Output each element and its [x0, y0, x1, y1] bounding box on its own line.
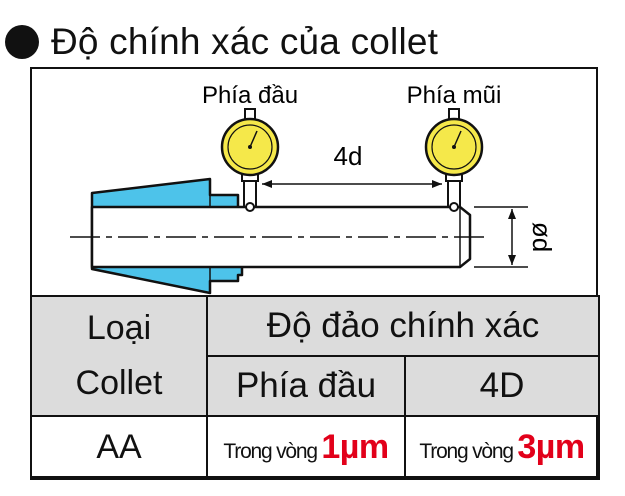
bullet-icon [5, 25, 39, 59]
tip-runout-value: Trong vòng 3µm [404, 415, 600, 480]
accuracy-table: Loại Collet Độ đảo chính xác Phía đầu 4D… [30, 295, 600, 480]
length-dimension [262, 180, 442, 188]
header-runout: Độ đảo chính xác [206, 295, 600, 357]
diameter-label: ød [527, 222, 557, 252]
collet-type-value: AA [30, 415, 208, 480]
subheader-head: Phía đầu [206, 355, 406, 417]
dial-gauge-head [220, 108, 280, 212]
gauge-label-head: Phía đầu [202, 82, 298, 109]
collet-diagram: 4d ød Phía đầu Phía mũi [70, 82, 557, 295]
length-label: 4d [334, 141, 363, 171]
section-title: Độ chính xác của collet [51, 21, 439, 62]
subheader-4d: 4D [404, 355, 600, 417]
section-heading: Độ chính xác của collet [5, 20, 438, 64]
dial-gauge-tip [424, 108, 484, 212]
table-row: AA Trong vòng 1µm Trong vòng 3µm [30, 415, 600, 480]
gauge-label-tip: Phía mũi [407, 82, 502, 109]
diameter-dimension [474, 206, 528, 268]
header-collet-type: Loại Collet [30, 295, 208, 417]
head-runout-value: Trong vòng 1µm [206, 415, 406, 480]
